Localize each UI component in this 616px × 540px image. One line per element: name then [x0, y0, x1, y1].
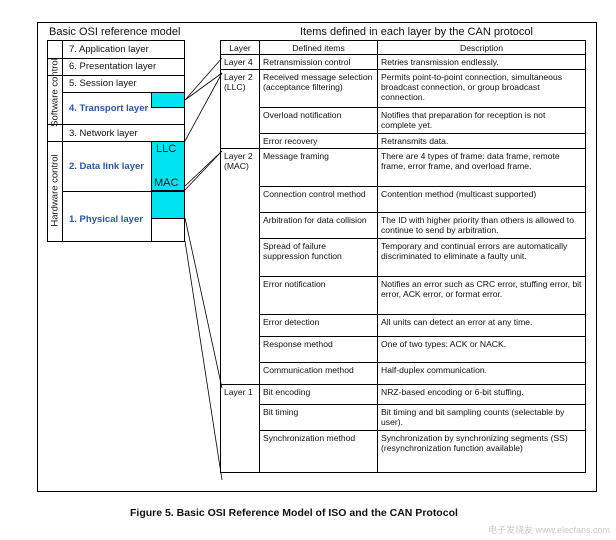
description-cell: All units can detect an error at any tim…	[377, 314, 586, 337]
description-cell: There are 4 types of frame: data frame, …	[377, 148, 586, 187]
defined-item-cell: Synchronization method	[259, 430, 378, 473]
osi-layer-4: 4. Transport layer	[69, 103, 149, 114]
layer-cell-empty	[220, 362, 260, 385]
defined-item-cell: Communication method	[259, 362, 378, 385]
watermark-text: 电子发烧友 www.elecfans.com	[487, 525, 610, 535]
description-cell: Bit timing and bit sampling counts (sele…	[377, 404, 586, 431]
table-header-row: Layer Defined items Description	[220, 40, 586, 55]
osi-model: 7. Application layer 6. Presentation lay…	[47, 40, 185, 242]
description-cell: Retries transmission endlessly.	[377, 54, 586, 70]
description-cell: Permits point-to-point connection, simul…	[377, 69, 586, 108]
defined-item-cell: Error recovery	[259, 133, 378, 149]
osi-layer-7: 7. Application layer	[69, 44, 149, 55]
description-cell: The ID with higher priority than others …	[377, 212, 586, 239]
layer-cell: Layer 1	[220, 384, 260, 405]
osi-title: Basic OSI reference model	[49, 26, 181, 38]
osi-layer-2: 2. Data link layer	[69, 161, 144, 172]
defined-item-cell: Bit encoding	[259, 384, 378, 405]
osi-layer-5: 5. Session layer	[69, 78, 137, 89]
description-cell: Contention method (multicast supported)	[377, 186, 586, 213]
description-cell: NRZ-based encoding or 6-bit stuffing.	[377, 384, 586, 405]
defined-item-cell: Retransmission control	[259, 54, 378, 70]
layer-cell-empty	[220, 404, 260, 431]
description-cell: Temporary and continual errors are autom…	[377, 238, 586, 277]
layer-cell-empty	[220, 107, 260, 134]
layer-cell-empty	[220, 430, 260, 473]
defined-item-cell: Response method	[259, 336, 378, 363]
defined-item-cell: Spread of failure suppression function	[259, 238, 378, 277]
llc-label: LLC	[156, 143, 177, 155]
mac-highlight	[151, 191, 185, 219]
layer-cell: Layer 2 (LLC)	[220, 69, 260, 108]
osi-layer-6: 6. Presentation layer	[69, 61, 157, 72]
transport-highlight	[151, 92, 185, 108]
layer-cell-empty	[220, 238, 260, 277]
llc-highlight	[151, 141, 185, 191]
description-cell: One of two types: ACK or NACK.	[377, 336, 586, 363]
column-header: Layer	[220, 40, 260, 55]
layer-cell: Layer 2 (MAC)	[220, 148, 260, 187]
description-cell: Notifies that preparation for reception …	[377, 107, 586, 134]
figure-frame	[37, 22, 597, 492]
layer-cell-empty	[220, 212, 260, 239]
layer-cell-empty	[220, 314, 260, 337]
layer-cell-empty	[220, 276, 260, 315]
description-cell: Half-duplex communication.	[377, 362, 586, 385]
defined-item-cell: Received message selection (acceptance f…	[259, 69, 378, 108]
figure-caption: Figure 5. Basic OSI Reference Model of I…	[130, 507, 458, 519]
defined-item-cell: Bit timing	[259, 404, 378, 431]
description-cell: Synchronization by synchronizing segment…	[377, 430, 586, 473]
description-cell: Notifies an error such as CRC error, stu…	[377, 276, 586, 315]
defined-item-cell: Overload notification	[259, 107, 378, 134]
description-cell: Retransmits data.	[377, 133, 586, 149]
layer-cell-empty	[220, 133, 260, 149]
column-header: Defined items	[259, 40, 378, 55]
column-header: Description	[377, 40, 586, 55]
layer-cell-empty	[220, 336, 260, 363]
mac-label: MAC	[154, 177, 179, 189]
layer-cell-empty	[220, 186, 260, 213]
defined-item-cell: Error notification	[259, 276, 378, 315]
defined-item-cell: Connection control method	[259, 186, 378, 213]
osi-layer-1: 1. Physical layer	[69, 214, 143, 225]
defined-item-cell: Arbitration for data collision	[259, 212, 378, 239]
osi-layer-3: 3. Network layer	[69, 128, 138, 139]
defined-item-cell: Message framing	[259, 148, 378, 187]
table-row: Layer 2 (LLC)Received message selection …	[220, 69, 586, 108]
defined-item-cell: Error detection	[259, 314, 378, 337]
can-title: Items defined in each layer by the CAN p…	[300, 26, 533, 38]
layer-cell: Layer 4	[220, 54, 260, 70]
